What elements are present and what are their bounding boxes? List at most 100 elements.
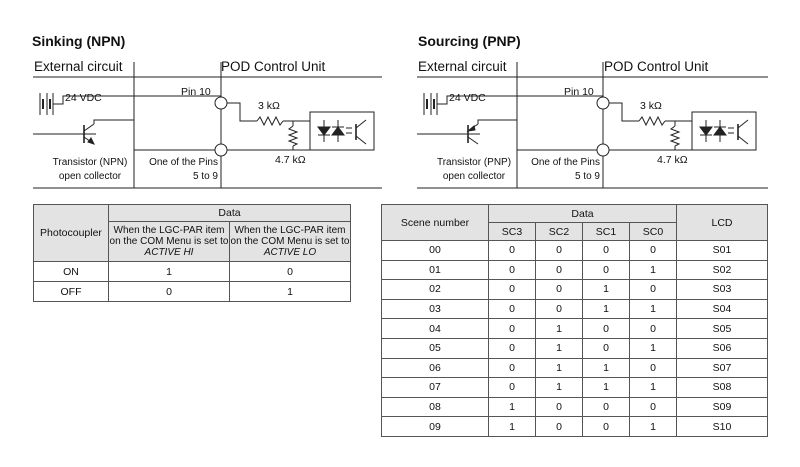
cell-sc3: 0 bbox=[488, 357, 536, 379]
pnp-external-label: External circuit bbox=[418, 59, 507, 74]
pnp-pins-terminal bbox=[596, 143, 610, 157]
npn-supply-wire bbox=[53, 95, 134, 105]
col-scene-number: Scene number bbox=[381, 204, 489, 241]
scene-table: Scene number Data LCD SC3 SC2 SC1 SC0 00… bbox=[381, 204, 768, 437]
col-active-hi: When the LGC-PAR item on the COM Menu is… bbox=[108, 221, 230, 262]
col-active-lo: When the LGC-PAR item on the COM Menu is… bbox=[229, 221, 351, 262]
pnp-transistor-line1: Transistor (PNP) bbox=[436, 157, 512, 168]
col-sc1: SC1 bbox=[582, 222, 630, 241]
cell-sc3: 1 bbox=[488, 396, 536, 418]
col-lcd: LCD bbox=[676, 204, 768, 241]
npn-transistor-icon bbox=[72, 123, 96, 145]
cell-sc2: 0 bbox=[535, 416, 583, 437]
pnp-pins-line2: 5 to 9 bbox=[574, 171, 600, 182]
npn-vdc-label: 24 VDC bbox=[65, 92, 102, 104]
pnp-transistor-icon bbox=[456, 123, 480, 145]
cell-lcd: S01 bbox=[676, 240, 768, 261]
cell-sc3: 0 bbox=[488, 298, 536, 320]
col-sc0: SC0 bbox=[629, 222, 677, 241]
cell-sc1: 0 bbox=[582, 259, 630, 281]
cell-scene: 00 bbox=[381, 240, 489, 261]
pnp-resistor-4k7-icon bbox=[669, 125, 681, 147]
cell-lcd: S03 bbox=[676, 279, 768, 300]
col-sc3: SC3 bbox=[488, 222, 536, 241]
npn-transistor-line1: Transistor (NPN) bbox=[52, 157, 128, 168]
npn-pins-caption: One of the Pins 5 to 9 bbox=[140, 156, 218, 184]
cell-sc2: 0 bbox=[535, 279, 583, 300]
cell-sc2: 0 bbox=[535, 298, 583, 320]
cell-sc0: 1 bbox=[629, 259, 677, 281]
cell-scene: 08 bbox=[381, 396, 489, 418]
npn-pins-line1: One of the Pins bbox=[149, 157, 218, 168]
cell-lcd: S07 bbox=[676, 357, 768, 379]
pnp-pin10-terminal bbox=[596, 96, 610, 110]
col-photocoupler: Photocoupler bbox=[33, 204, 109, 262]
cell-sc3: 1 bbox=[488, 416, 536, 437]
cell-lcd: S04 bbox=[676, 298, 768, 320]
npn-photocoupler-icon bbox=[309, 111, 375, 151]
table-row: OFF 0 1 bbox=[33, 281, 351, 302]
cell-lcd: S10 bbox=[676, 416, 768, 437]
cell-sc0: 0 bbox=[629, 357, 677, 379]
npn-transistor-line2: open collector bbox=[58, 171, 122, 182]
cell-sc2: 1 bbox=[535, 337, 583, 359]
cell-sc0: 0 bbox=[629, 396, 677, 418]
cell-sc0: 1 bbox=[629, 416, 677, 437]
pnp-pins-caption: One of the Pins 5 to 9 bbox=[522, 156, 600, 184]
cell-sc2: 0 bbox=[535, 396, 583, 418]
cell-sc2: 0 bbox=[535, 259, 583, 281]
cell-sc0: 0 bbox=[629, 318, 677, 339]
cell-sc1: 1 bbox=[582, 357, 630, 379]
cell-sc3: 0 bbox=[488, 377, 536, 398]
cell-sc3: 0 bbox=[488, 318, 536, 339]
pnp-pod-label: POD Control Unit bbox=[604, 59, 709, 74]
pnp-vdc-label: 24 VDC bbox=[449, 92, 486, 104]
cell-sc1: 1 bbox=[582, 279, 630, 300]
cell-sc1: 1 bbox=[582, 377, 630, 398]
cell-scene: 05 bbox=[381, 337, 489, 359]
cell-sc2: 1 bbox=[535, 357, 583, 379]
photocoupler-table: Photocoupler Data When the LGC-PAR item … bbox=[33, 204, 351, 302]
cell-lcd: S06 bbox=[676, 337, 768, 359]
pnp-pins-line1: One of the Pins bbox=[531, 157, 600, 168]
cell-sc1: 1 bbox=[582, 298, 630, 320]
npn-resistor-4k7-icon bbox=[287, 125, 299, 147]
npn-pod-label: POD Control Unit bbox=[221, 59, 326, 74]
col-data: Data bbox=[108, 204, 351, 222]
pnp-photocoupler-icon bbox=[691, 111, 757, 151]
cell-lcd: S09 bbox=[676, 396, 768, 418]
col-data: Data bbox=[488, 204, 677, 223]
npn-title: Sinking (NPN) bbox=[32, 33, 126, 49]
npn-pins-line2: 5 to 9 bbox=[192, 171, 218, 182]
npn-resistor-3k-icon bbox=[256, 115, 284, 127]
cell-sc1: 0 bbox=[582, 318, 630, 339]
cell-sc1: 0 bbox=[582, 396, 630, 418]
cell-sc2: 1 bbox=[535, 377, 583, 398]
npn-r1-label: 3 kΩ bbox=[258, 100, 280, 112]
cell-sc0: 0 bbox=[629, 240, 677, 261]
cell-scene: 01 bbox=[381, 259, 489, 281]
pnp-r1-label: 3 kΩ bbox=[640, 100, 662, 112]
cell-sc3: 0 bbox=[488, 259, 536, 281]
cell-sc0: 0 bbox=[629, 279, 677, 300]
cell-sc0: 1 bbox=[629, 337, 677, 359]
cell-scene: 02 bbox=[381, 279, 489, 300]
pnp-resistor-3k-icon bbox=[638, 115, 666, 127]
col-sc2: SC2 bbox=[535, 222, 583, 241]
cell-sc1: 0 bbox=[582, 416, 630, 437]
pnp-title: Sourcing (PNP) bbox=[418, 33, 521, 49]
pnp-transistor-caption: Transistor (PNP) open collector bbox=[424, 156, 524, 184]
cell-lcd: S08 bbox=[676, 377, 768, 398]
cell-sc1: 0 bbox=[582, 240, 630, 261]
